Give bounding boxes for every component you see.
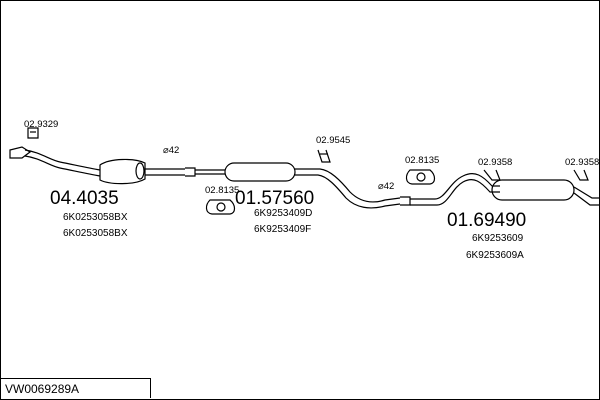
hardware-code: 02.9329 [24,119,58,130]
middle-pipe-muffler[interactable] [195,162,411,209]
hanger-icon [27,127,589,215]
hardware-code: 02.8135 [205,185,239,196]
front-pipe-catalyst[interactable] [9,146,196,185]
hardware-code: 02.8135 [405,155,439,166]
pipe-diameter-label: ⌀42 [378,181,394,192]
section-code-middle: 01.57560 [235,188,314,209]
section-code-rear: 01.69490 [447,210,526,231]
part-number: 6K9253609 [472,233,524,244]
section-code-front: 04.4035 [50,188,119,209]
part-number: 6K9253609A [466,250,524,261]
rear-pipe-muffler[interactable] [410,173,600,206]
pipe-diameter-label: ⌀42 [163,145,179,156]
hardware-code: 02.9358 [478,157,512,168]
part-number: 6K0253058BX [63,212,128,223]
hardware-code: 02.9545 [316,135,350,146]
hardware-code: 02.9358 [565,157,599,168]
drawing-id-box: VW0069289A [1,378,151,398]
part-number: 6K0253058BX [63,228,128,239]
part-number: 6K9253409D [254,208,312,219]
part-number: 6K9253409F [254,224,311,235]
